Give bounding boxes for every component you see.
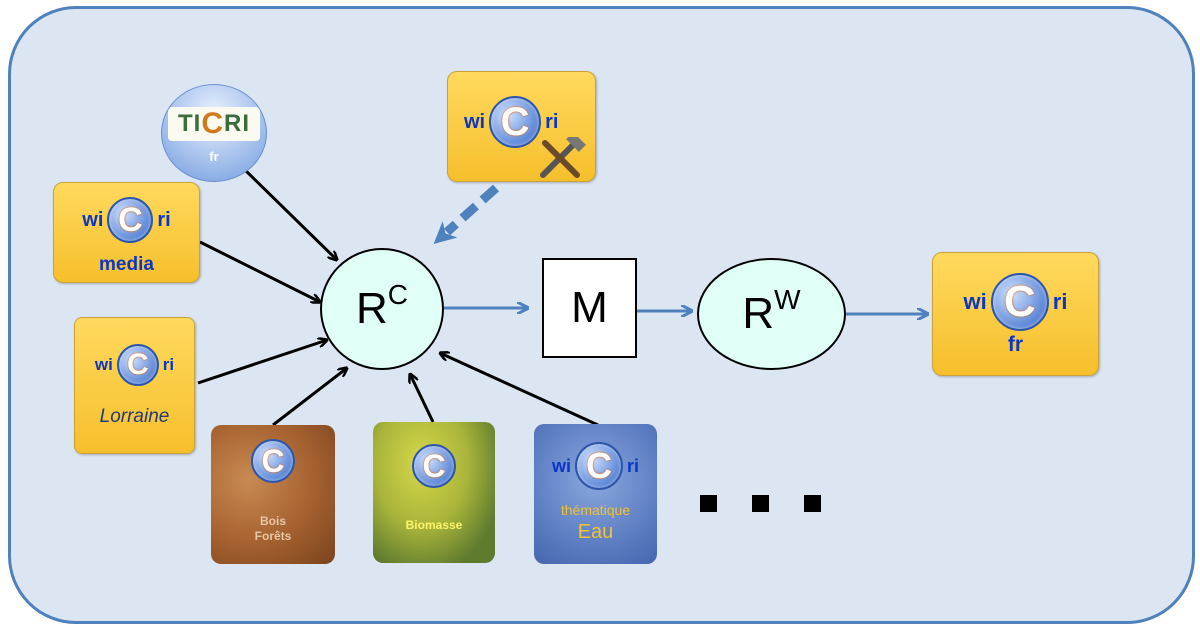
eau-line2: Eau (577, 521, 614, 543)
wicri-media-ri: ri (157, 208, 171, 231)
eau-wi: wi (551, 455, 571, 476)
arrow-eau-to-rc (440, 353, 599, 427)
bois-forets-tile: C Bois Forêts (211, 425, 335, 564)
rc-letter: R (355, 284, 388, 333)
wicri-media-tile: wi C ri media (53, 182, 200, 283)
c-logo-icon: C (251, 439, 295, 483)
bois-line1: Bois (259, 514, 286, 528)
c-logo-icon: C (107, 197, 154, 243)
wicri-fr-ri: ri (1052, 289, 1068, 314)
arrow-media-to-rc (199, 240, 320, 302)
wicri-media-sub: media (99, 254, 154, 275)
wicri-fr-wi: wi (963, 289, 987, 314)
biomasse-caption: Biomasse (405, 518, 463, 532)
wicri-tools-tile: wi C ri (447, 71, 596, 182)
c-logo-icon: C (489, 96, 542, 148)
ticri-left: TI (178, 110, 202, 137)
wicri-tools-wi: wi (464, 110, 486, 133)
eau-tile: wi C ri thématique Eau (534, 424, 657, 564)
ticri-right: RI (224, 110, 250, 137)
ticri-sub: fr (209, 149, 219, 164)
bois-line2: Forêts (254, 529, 292, 543)
ellipsis-dot (752, 495, 769, 512)
c-logo-icon: C (412, 444, 456, 488)
tools-icon (540, 137, 586, 178)
arrow-biomasse-to-rc (410, 374, 435, 423)
c-logo-icon: C (990, 273, 1049, 331)
wicri-media-wi: wi (82, 208, 104, 231)
rw-superscript: W (774, 284, 801, 315)
eau-line1: thématique (560, 502, 631, 518)
rw-letter: R (742, 289, 775, 338)
wicri-lorraine-wi: wi (94, 355, 113, 374)
ellipsis-dot (700, 495, 717, 512)
ellipsis-more-sources (700, 495, 821, 512)
wicri-fr-tile: wi C ri fr (932, 252, 1099, 376)
wicri-tools-ri: ri (545, 110, 559, 133)
ticri-c: C (201, 107, 224, 140)
arrow-lorraine-to-rc (197, 340, 327, 385)
m-label: M (571, 283, 608, 332)
biomasse-tile: C Biomasse (373, 422, 495, 563)
c-logo-icon: C (116, 344, 159, 386)
eau-ri: ri (627, 455, 640, 476)
c-logo-icon: C (575, 442, 623, 490)
ellipsis-dot (804, 495, 821, 512)
wicri-lorraine-ri: ri (162, 355, 175, 374)
m-node: M (542, 258, 637, 358)
arrow-ticri-to-rc (243, 168, 337, 260)
wicri-lorraine-tile: wi C ri Lorraine (74, 317, 195, 454)
arrow-bois-to-rc (272, 368, 347, 427)
arrow-tools-to-rc (433, 184, 500, 245)
rc-superscript: C (387, 279, 408, 310)
wicri-lorraine-sub: Lorraine (99, 406, 170, 427)
wicri-fr-sub: fr (1007, 333, 1024, 356)
